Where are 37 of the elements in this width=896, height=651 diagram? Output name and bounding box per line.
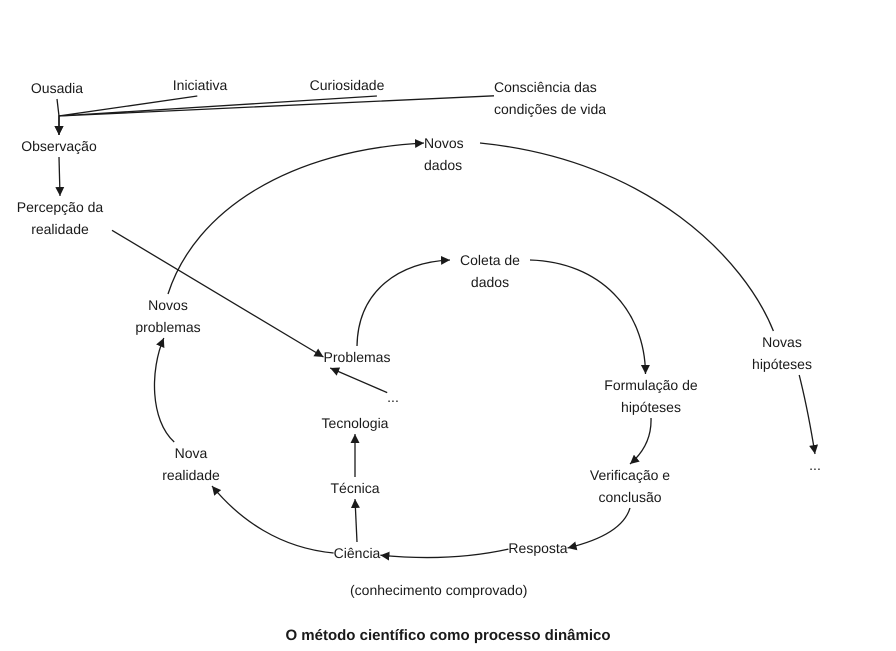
caption: O método científico como processo dinâmico [284,627,612,644]
node-label: Problemas [324,346,390,368]
node-label: ... [809,454,821,476]
arrow [54,95,494,135]
arrow [154,338,175,442]
arrow [350,498,360,542]
node-label: Percepção da realidade [8,196,112,240]
arrow [567,508,631,550]
node-label: Consciência das condições de vida [494,76,626,120]
arrow [356,256,450,346]
node-label: Verificação e conclusão [578,464,682,508]
node-label: Formulação de hipóteses [596,374,706,418]
node-label: Novas hipóteses [739,331,825,375]
arrow [350,434,360,477]
arrow [530,259,650,374]
arrow [112,230,324,358]
node-label: Nova realidade [149,442,233,486]
node-label: Observação [21,135,97,157]
node-label: Técnica [330,477,380,499]
node-label: Ousadia [30,77,84,99]
arrow [380,548,509,560]
arrow [330,367,388,394]
arrow [167,139,424,294]
note-text: (conhecimento comprovado) [350,581,528,600]
node-label: Novos dados [424,132,480,176]
arrow [212,486,334,554]
arrow [55,156,64,196]
node-label: Coleta de dados [450,249,530,293]
node-label: Ciência [334,542,380,564]
arrow [630,418,652,464]
node-label: Curiosidade [310,74,384,96]
node-label: ... [387,386,399,408]
node-label: Novos problemas [126,294,210,338]
node-label: Tecnologia [322,412,388,434]
node-label: Resposta [508,537,568,559]
arrow [798,374,818,454]
node-label: Iniciativa [172,74,228,96]
